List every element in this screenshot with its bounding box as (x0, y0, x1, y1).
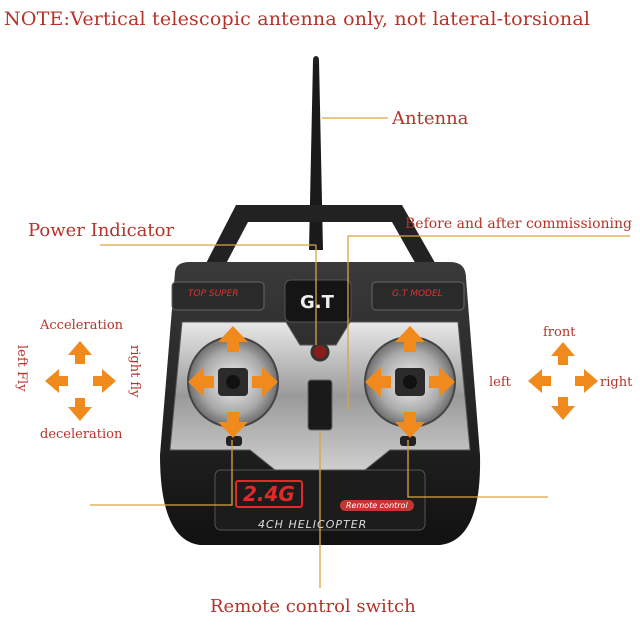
left-gimbal (187, 336, 279, 428)
left-badge (171, 281, 265, 311)
right-right-arrow (429, 367, 455, 397)
front-arrow (551, 342, 575, 365)
left-up-arrow (218, 326, 248, 352)
right-legend-arrows (528, 342, 598, 420)
left-legend-arrows (45, 341, 116, 421)
leader-lines (90, 117, 630, 588)
power-switch[interactable] (307, 379, 333, 431)
accel-arrow (68, 341, 92, 364)
note-text: NOTE:Vertical telescopic antenna only, n… (4, 8, 591, 30)
decel-arrow (68, 398, 92, 421)
left-fly-label: left Fly (14, 345, 29, 392)
right-badge-text: G.T MODEL (392, 289, 443, 299)
right-badge (371, 281, 465, 311)
left-label: left (489, 375, 511, 390)
rightfly-arrow (93, 369, 116, 393)
brand-text: G.T (300, 292, 334, 313)
antenna-label: Antenna (392, 108, 469, 129)
right-dir-arrow (575, 369, 598, 393)
power-led (310, 342, 330, 362)
switch-leader (90, 440, 233, 506)
switch-leader-right (407, 440, 548, 498)
left-left-arrow (188, 367, 214, 397)
carry-handle (200, 205, 442, 275)
left-dir-arrow (528, 369, 551, 393)
antenna (309, 56, 323, 250)
remote-switch-label: Remote control switch (210, 596, 416, 617)
right-label: right (600, 375, 633, 390)
left-stick-arrows (188, 326, 278, 438)
model-text: 4CH HELICOPTER (258, 518, 368, 531)
switch-badge-text: Remote control (340, 500, 414, 511)
deceleration-label: deceleration (40, 427, 123, 442)
right-stick-arrows (365, 326, 455, 438)
right-down-arrow (395, 412, 425, 438)
commissioning-label: Before and after commissioning (405, 216, 633, 232)
leftfly-arrow (45, 369, 68, 393)
frequency-text: 2.4G (235, 480, 303, 508)
power-indicator-label: Power Indicator (28, 220, 175, 241)
commission-leader (347, 235, 630, 410)
left-trim[interactable] (226, 436, 242, 446)
front-label: front (543, 325, 576, 340)
back-arrow (551, 397, 575, 420)
left-right-arrow (252, 367, 278, 397)
right-left-arrow (365, 367, 391, 397)
brand-plate (284, 279, 352, 323)
left-badge-text: TOP SUPER (188, 289, 239, 299)
right-up-arrow (395, 326, 425, 352)
left-down-arrow (218, 412, 248, 438)
right-fly-label: right fly (127, 345, 142, 398)
acceleration-label: Acceleration (40, 318, 124, 333)
